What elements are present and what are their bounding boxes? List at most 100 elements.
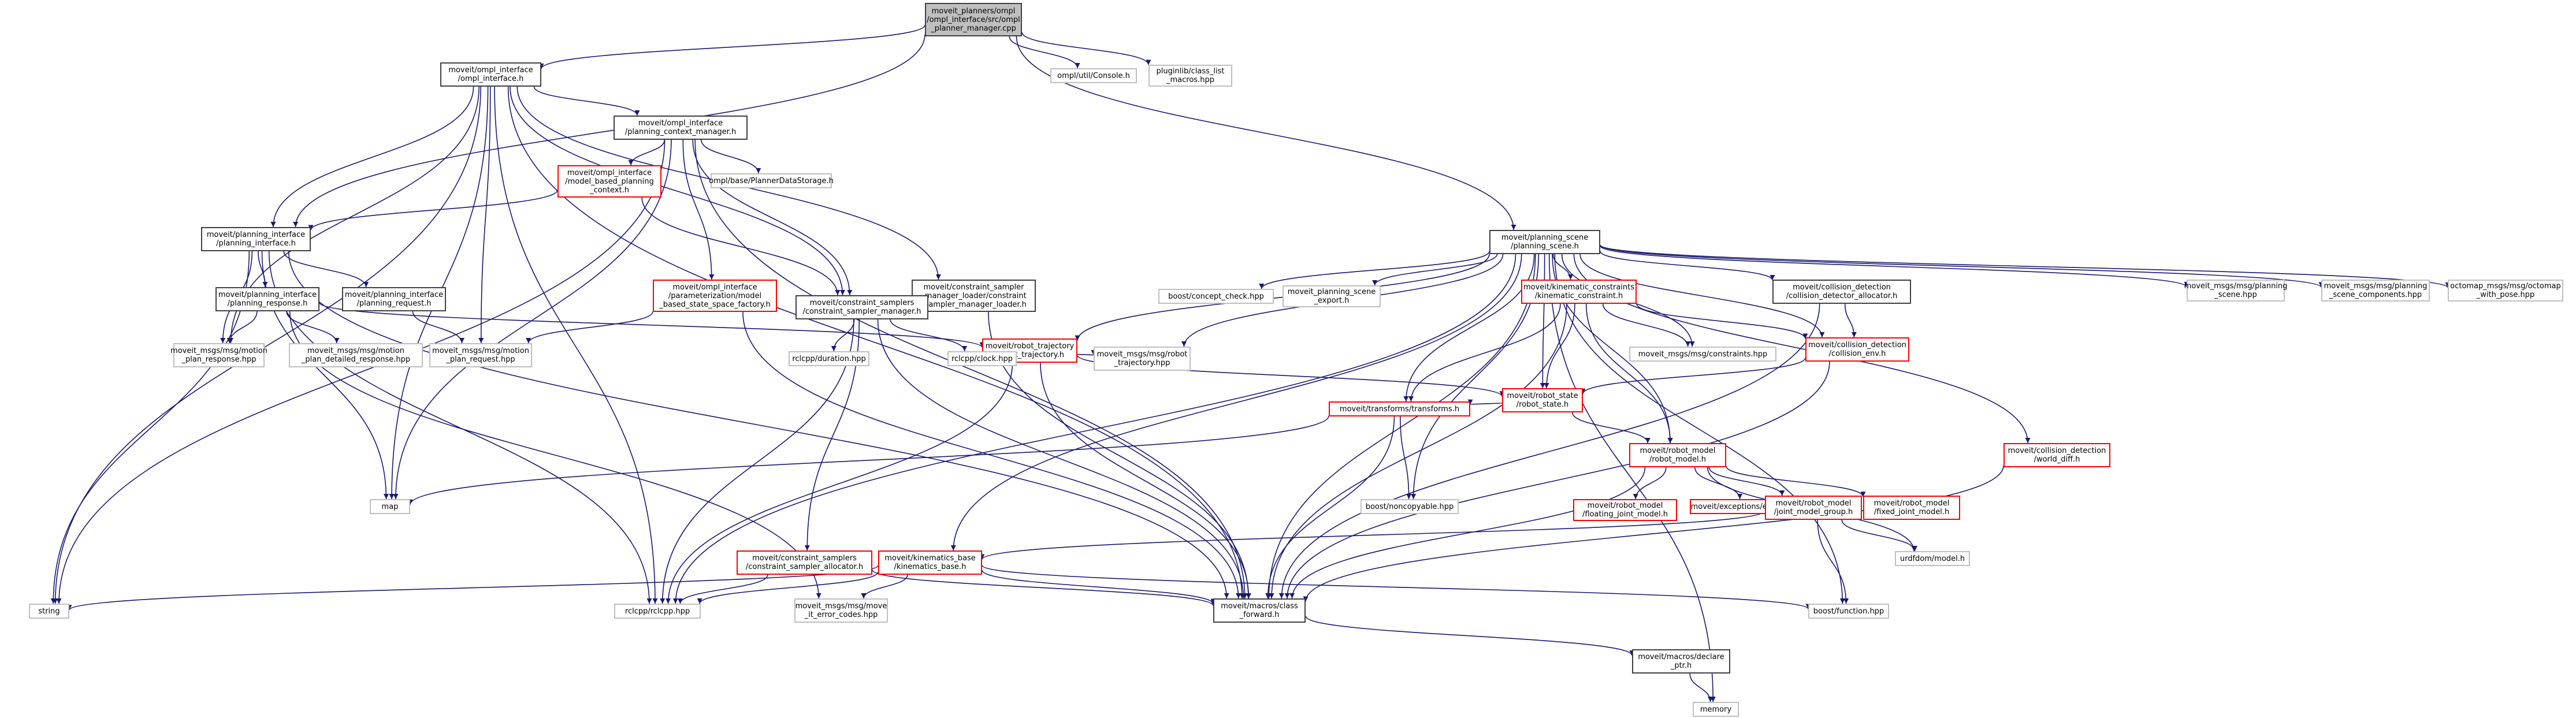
- node-kb[interactable]: moveit/kinematics_base/kinematics_base.h: [878, 550, 982, 575]
- node-label-line: _planner_manager.cpp: [931, 24, 1016, 33]
- node-label-line: moveit/kinematic_constraints: [1523, 283, 1635, 292]
- node-label-line: moveit_msgs/msg/motion: [170, 347, 267, 355]
- edge-pr-to-mpdet: [286, 311, 340, 344]
- node-noncopyable[interactable]: boost/noncopyable.hpp: [1361, 499, 1459, 514]
- edge-pcm-to-string: [56, 139, 666, 604]
- node-label-line: rclcpp/clock.hpp: [951, 354, 1013, 363]
- edge-rt-to-cf: [1040, 362, 1251, 599]
- node-label-line: moveit/collision_detection: [1808, 341, 1906, 349]
- node-rclclock[interactable]: rclcpp/clock.hpp: [947, 351, 1017, 366]
- edge-ps-to-bfunc: [1554, 254, 1845, 604]
- edge-pcm-to-pssf: [682, 139, 715, 280]
- node-label-line: ompl/util/Console.h: [1057, 71, 1130, 80]
- node-concept[interactable]: boost/concept_check.hpp: [1158, 289, 1274, 304]
- node-rs[interactable]: moveit/robot_state/robot_state.h: [1502, 388, 1583, 412]
- node-label-line: moveit/planning_interface: [218, 291, 317, 299]
- node-mpdet[interactable]: moveit_msgs/msg/motion_plan_detailed_res…: [289, 343, 423, 367]
- node-pssf[interactable]: moveit/ompl_interface/parameterization/m…: [653, 280, 777, 312]
- node-label-line: _plan_detailed_response.hpp: [301, 355, 411, 364]
- node-pds[interactable]: ompl/base/PlannerDataStorage.h: [709, 173, 834, 188]
- node-label-line: moveit/planning_scene: [1501, 233, 1589, 242]
- edge-rs-to-tf: [1467, 399, 1503, 405]
- node-label-line: moveit/ompl_interface: [638, 119, 723, 128]
- node-string[interactable]: string: [29, 604, 69, 619]
- edge-ps-to-rclcpp: [672, 254, 1516, 604]
- node-label-line: /floating_joint_model.h: [1582, 510, 1668, 519]
- node-label-line: /robot_model.h: [1649, 455, 1707, 464]
- node-mbpc[interactable]: moveit/ompl_interface/model_based_planni…: [557, 165, 661, 198]
- node-octomap[interactable]: octomap_msgs/msg/octomap_with_pose.hpp: [2448, 280, 2563, 302]
- edge-mbpc-to-pi: [308, 189, 558, 230]
- node-label-line: moveit/transforms/transforms.h: [1339, 404, 1460, 414]
- edge-ps-to-cda: [1600, 251, 1775, 281]
- node-label-line: _sampler_manager_loader.h: [921, 300, 1027, 309]
- edge-declptr-to-memory: [1689, 673, 1713, 702]
- node-label-line: boost/function.hpp: [1813, 607, 1884, 616]
- node-label-line: _manager_loader/constraint: [921, 291, 1027, 300]
- node-kc[interactable]: moveit/kinematic_constraints/kinematic_c…: [1521, 280, 1637, 304]
- node-rm[interactable]: moveit/robot_model/robot_model.h: [1629, 443, 1726, 467]
- node-declptr[interactable]: moveit/macros/declare_ptr.h: [1632, 649, 1730, 674]
- edge-root-to-ompl_interface: [538, 25, 925, 69]
- node-label-line: moveit_msgs/msg/move: [795, 602, 887, 611]
- node-label-line: _plan_response.hpp: [181, 355, 257, 364]
- node-label-line: octomap_msgs/msg/octomap: [2450, 282, 2561, 291]
- node-cda[interactable]: moveit/collision_detection/collision_det…: [1772, 280, 1911, 304]
- edge-pcm-to-cf: [694, 139, 1248, 599]
- edge-pcm-to-csm: [692, 139, 853, 296]
- node-label-line: moveit/robot_state: [1507, 392, 1578, 400]
- node-psmsg[interactable]: moveit_msgs/msg/planning_scene.hpp: [2184, 280, 2287, 302]
- edge-rm-to-jmg: [1708, 467, 1785, 496]
- edge-cf-to-declptr: [1305, 616, 1635, 656]
- node-label-line: _it_error_codes.hpp: [804, 611, 878, 619]
- edge-ps-to-psexport: [1372, 254, 1498, 286]
- edge-ps-to-cenv: [1579, 254, 1825, 338]
- node-cenv[interactable]: moveit/collision_detection/collision_env…: [1805, 337, 1909, 362]
- node-memory[interactable]: memory: [1693, 702, 1739, 717]
- node-csm[interactable]: moveit/constraint_samplers/constraint_sa…: [796, 295, 928, 319]
- node-ompl_interface[interactable]: moveit/ompl_interface/ompl_interface.h: [440, 62, 541, 87]
- edge-mbpc-to-csm: [641, 197, 841, 296]
- node-label-line: moveit/ompl_interface: [567, 168, 652, 177]
- node-jmg[interactable]: moveit/robot_model/joint_model_group.h: [1765, 496, 1862, 520]
- node-psexport[interactable]: moveit_planning_scene_export.h: [1283, 285, 1381, 307]
- node-fxjm[interactable]: moveit/robot_model/fixed_joint_model.h: [1863, 496, 1960, 520]
- node-pi[interactable]: moveit/planning_interface/planning_inter…: [201, 227, 311, 251]
- edge-csm-to-rclcpp: [660, 319, 854, 604]
- node-tf[interactable]: moveit/transforms/transforms.h: [1329, 401, 1470, 416]
- node-preq[interactable]: moveit/planning_interface/planning_reque…: [342, 287, 446, 311]
- node-label-line: moveit/macros/declare: [1638, 653, 1724, 661]
- node-label-line: moveit/robot_trajectory: [985, 342, 1075, 351]
- node-ps[interactable]: moveit/planning_scene/planning_scene.h: [1489, 230, 1600, 254]
- node-wd[interactable]: moveit/collision_detection/world_diff.h: [2003, 443, 2110, 467]
- node-label-line: moveit/collision_detection: [2008, 447, 2106, 455]
- node-bfunc[interactable]: boost/function.hpp: [1808, 604, 1889, 619]
- edge-rm-to-cf: [1289, 467, 1646, 599]
- node-urdf[interactable]: urdfdom/model.h: [1895, 551, 1970, 566]
- node-csml[interactable]: moveit/constraint_sampler_manager_loader…: [912, 280, 1036, 312]
- node-root[interactable]: moveit_planners/ompl/ompl_interface/src/…: [925, 3, 1022, 36]
- node-mpreq[interactable]: moveit_msgs/msg/motion_plan_request.hpp: [429, 343, 532, 367]
- node-csa[interactable]: moveit/constraint_samplers/constraint_sa…: [737, 550, 872, 575]
- edge-cda-to-cenv: [1844, 303, 1857, 338]
- edge-root-to-pi: [293, 34, 925, 228]
- node-console[interactable]: ompl/util/Console.h: [1050, 68, 1137, 83]
- node-errcodes[interactable]: moveit_msgs/msg/move_it_error_codes.hpp: [794, 598, 888, 623]
- node-label-line: /ompl_interface.h: [458, 75, 524, 83]
- node-cf[interactable]: moveit/macros/class_forward.h: [1213, 598, 1306, 623]
- node-rclcpp[interactable]: rclcpp/rclcpp.hpp: [614, 604, 701, 619]
- node-label-line: /kinematic_constraint.h: [1534, 292, 1623, 300]
- node-robottraj[interactable]: moveit_msgs/msg/robot_trajectory.hpp: [1094, 347, 1191, 371]
- node-pcm[interactable]: moveit/ompl_interface/planning_context_m…: [614, 116, 748, 140]
- edge-preq-to-mpreq: [412, 311, 464, 344]
- edge-pi-to-string: [50, 251, 250, 604]
- node-constraintsmsg[interactable]: moveit_msgs/msg/constraints.hpp: [1629, 347, 1776, 362]
- node-pr[interactable]: moveit/planning_interface/planning_respo…: [215, 287, 319, 311]
- node-fjm[interactable]: moveit/robot_model/floating_joint_model.…: [1573, 499, 1677, 521]
- node-pluginlib[interactable]: pluginlib/class_list_macros.hpp: [1148, 65, 1232, 87]
- node-pscmsg[interactable]: moveit_msgs/msg/planning_scene_component…: [2321, 280, 2430, 302]
- node-label-line: /collision_env.h: [1828, 349, 1886, 358]
- node-rclduration[interactable]: rclcpp/duration.hpp: [789, 351, 869, 366]
- node-map[interactable]: map: [370, 499, 410, 514]
- node-mpresp[interactable]: moveit_msgs/msg/motion_plan_response.hpp: [170, 343, 267, 367]
